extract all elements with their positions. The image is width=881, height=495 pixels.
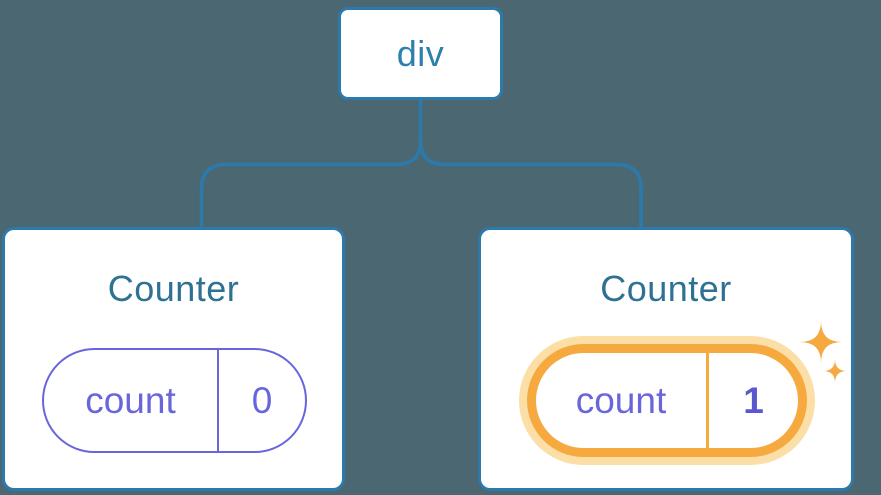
sparkle-icon-large — [800, 321, 842, 363]
state-value: 1 — [743, 379, 764, 421]
counter-card-right: Counter count 1 — [478, 227, 854, 491]
state-key: count — [575, 379, 667, 421]
card-title: Counter — [107, 268, 240, 309]
state-key: count — [85, 379, 176, 421]
state-value: 0 — [251, 379, 273, 421]
state-pill: count 1 — [536, 353, 798, 448]
sparkle-icon — [800, 321, 847, 383]
pill-divider — [706, 353, 709, 448]
root-node: div — [338, 7, 503, 100]
pill-divider — [217, 350, 219, 451]
card-title: Counter — [600, 268, 732, 309]
root-node-label: div — [396, 32, 445, 74]
state-pill-highlight-halo: count 1 — [519, 336, 815, 465]
state-pill-highlight-ring: count 1 — [527, 344, 807, 457]
state-pill: count 0 — [42, 348, 307, 453]
sparkle-icon-small — [823, 359, 847, 383]
counter-card-left: Counter count 0 — [2, 227, 345, 491]
